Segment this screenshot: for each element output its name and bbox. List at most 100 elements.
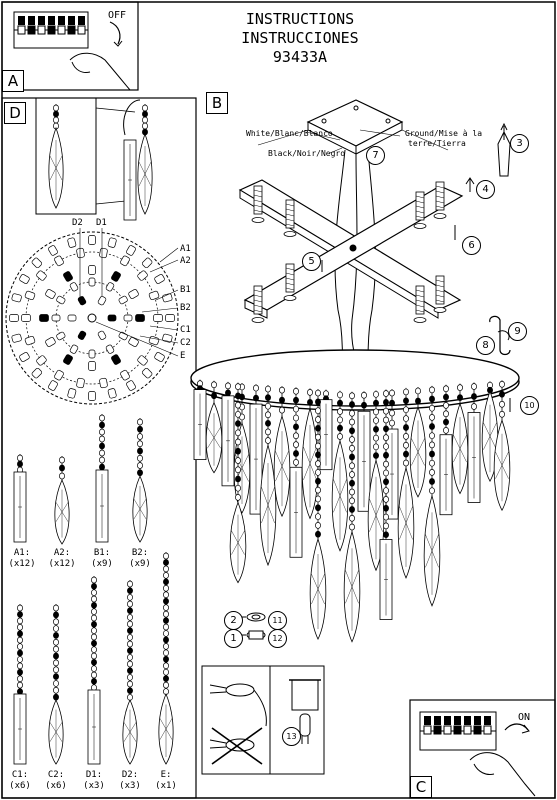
step-number-11: 11 xyxy=(268,611,287,630)
ring-crystal xyxy=(153,314,163,322)
ring-label-c1: C1 xyxy=(180,325,191,335)
ring-crystal xyxy=(128,289,139,299)
ring-crystal xyxy=(107,388,117,399)
ring-crystal xyxy=(107,237,117,248)
breaker-switch xyxy=(47,25,56,35)
breaker-switch xyxy=(18,16,25,25)
panel-label-c: C xyxy=(410,776,432,798)
breaker-switch xyxy=(484,716,491,725)
ring-crystal xyxy=(97,330,107,340)
ring-crystal xyxy=(36,270,47,281)
part-caption: B2:(x9) xyxy=(122,548,158,570)
ring-crystal xyxy=(126,380,136,391)
ring-crystal xyxy=(11,333,22,343)
part-name: A2: xyxy=(53,548,71,558)
ring-crystal xyxy=(141,367,153,379)
ring-crystal xyxy=(21,314,31,322)
bulb-box-frame xyxy=(201,665,325,775)
ring-crystal xyxy=(19,274,30,284)
part-caption: E:(x1) xyxy=(148,770,184,792)
ring-crystal xyxy=(9,314,19,322)
ring-crystal xyxy=(56,295,66,305)
ring-crystal xyxy=(118,331,128,341)
ring-crystal xyxy=(123,314,133,322)
part-name: B1: xyxy=(93,548,111,558)
part-quantity: (x1) xyxy=(155,781,177,791)
ring-crystal xyxy=(148,290,160,301)
ring-crystal xyxy=(19,352,30,362)
breaker-switch xyxy=(67,25,76,35)
step-number-10: 10 xyxy=(520,396,539,415)
breaker-switch xyxy=(443,725,452,735)
ring-crystal xyxy=(24,335,36,346)
part-name: E: xyxy=(160,770,172,780)
breaker-switch xyxy=(464,716,471,725)
wire-ground-label-2: terre/Tierra xyxy=(408,139,466,148)
ring-label-d1: D1 xyxy=(96,218,107,228)
switch-on-label: ON xyxy=(518,712,531,723)
ring-crystal xyxy=(76,247,85,259)
ring-crystal xyxy=(141,257,153,269)
step-number-4: 4 xyxy=(476,180,495,199)
ring-crystal xyxy=(105,344,115,354)
breaker-switch xyxy=(48,16,55,25)
ring-crystal xyxy=(88,265,96,275)
part-caption: D1:(x3) xyxy=(76,770,112,792)
panel-label-a: A xyxy=(2,70,24,92)
ring-crystal xyxy=(154,352,165,362)
ring-label-a1: A1 xyxy=(180,244,191,254)
ring-label-b2: B2 xyxy=(180,303,191,313)
ring-crystal xyxy=(31,257,43,269)
breaker-switch xyxy=(37,25,46,35)
breaker-switch xyxy=(58,16,65,25)
ring-crystal xyxy=(120,255,130,267)
part-quantity: (x3) xyxy=(83,781,105,791)
breaker-switch xyxy=(453,725,462,735)
ring-label-d2: D2 xyxy=(72,218,83,228)
step-number-12: 12 xyxy=(268,629,287,648)
chandelier-assembly xyxy=(190,99,520,643)
breaker-switch xyxy=(433,725,442,735)
part-name: C2: xyxy=(47,770,65,780)
breaker-switch xyxy=(434,716,441,725)
ring-label-a2: A2 xyxy=(180,256,191,266)
ring-crystal xyxy=(165,314,175,322)
ring-crystal xyxy=(99,247,108,259)
breaker-switch xyxy=(444,716,451,725)
ring-crystal xyxy=(88,235,96,245)
step-number-2: 2 xyxy=(224,611,243,630)
breaker-switch xyxy=(454,716,461,725)
ring-crystal xyxy=(128,337,139,347)
ring-layout-diagram xyxy=(5,228,179,405)
breaker-switch xyxy=(17,25,26,35)
part-name: D2: xyxy=(121,770,139,780)
part-name: B2: xyxy=(131,548,149,558)
ring-crystal xyxy=(154,274,165,284)
step-number-6: 6 xyxy=(462,236,481,255)
parts-catalog xyxy=(13,414,174,765)
part-quantity: (x9) xyxy=(129,559,151,569)
breaker-switch xyxy=(473,725,482,735)
ring-crystal xyxy=(111,271,121,282)
wire-ground-label-1: Ground/Mise à la xyxy=(405,129,483,138)
ring-crystal xyxy=(118,295,128,305)
step-number-8: 8 xyxy=(476,336,495,355)
breaker-switch xyxy=(57,25,66,35)
step-number-5: 5 xyxy=(302,252,321,271)
ring-crystal xyxy=(99,377,108,389)
panel-c-frame xyxy=(409,699,556,799)
finial-hardware xyxy=(240,612,266,640)
ring-crystal xyxy=(54,255,64,267)
part-caption: A1:(x12) xyxy=(4,548,40,570)
step-number-13: 13 xyxy=(282,727,301,746)
ring-label-b1: B1 xyxy=(180,285,191,295)
ring-crystal xyxy=(51,314,61,322)
part-name: C1: xyxy=(11,770,29,780)
ring-crystal xyxy=(56,331,66,341)
ring-crystal xyxy=(67,388,77,399)
step-number-9: 9 xyxy=(508,322,527,341)
panel-a-frame xyxy=(1,1,139,91)
ring-crystal xyxy=(148,335,160,346)
part-name: A1: xyxy=(13,548,31,558)
